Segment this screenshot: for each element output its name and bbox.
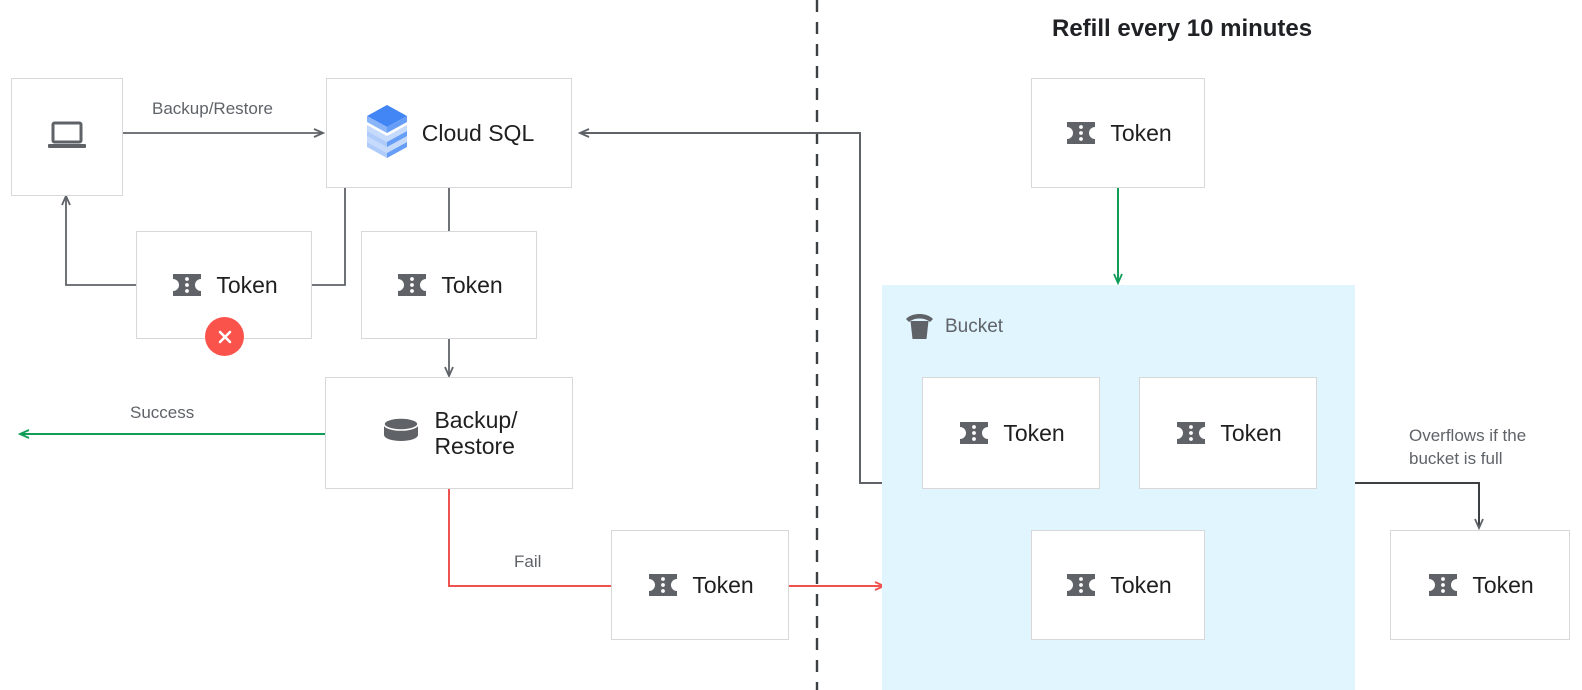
- node-token-refill[interactable]: Token: [1031, 78, 1205, 188]
- token-icon: [1174, 419, 1208, 447]
- node-cloud-sql[interactable]: Cloud SQL: [326, 78, 572, 188]
- token-icon: [1426, 571, 1460, 599]
- token-icon: [957, 419, 991, 447]
- node-token-fail-label: Token: [692, 571, 754, 598]
- edge-label-overflow: Overflows if the bucket is full: [1409, 426, 1527, 468]
- arrow-bucket-to-cloudsql: [580, 133, 882, 484]
- node-cloud-sql-label: Cloud SQL: [421, 119, 535, 146]
- token-icon: [646, 571, 680, 599]
- close-icon: [218, 330, 231, 343]
- token-icon: [1064, 571, 1098, 599]
- bucket-header: Bucket: [903, 312, 1003, 342]
- node-token-overflow[interactable]: Token: [1390, 530, 1570, 640]
- node-token-rejected-label: Token: [216, 271, 278, 298]
- node-token-accepted-label: Token: [441, 271, 503, 298]
- node-token-bucket-3-label: Token: [1110, 571, 1172, 598]
- node-token-bucket-1[interactable]: Token: [922, 377, 1100, 489]
- node-token-refill-label: Token: [1110, 119, 1172, 146]
- token-icon: [1064, 119, 1098, 147]
- node-token-bucket-2[interactable]: Token: [1139, 377, 1317, 489]
- node-client[interactable]: [11, 78, 123, 196]
- bucket-label: Bucket: [945, 316, 1004, 337]
- edge-label-success: Success: [130, 403, 195, 422]
- arrow-bucket-overflow: [1355, 482, 1479, 528]
- node-token-bucket-3[interactable]: Token: [1031, 530, 1205, 640]
- node-backup-restore-label: Backup/ Restore: [434, 406, 518, 459]
- node-token-fail[interactable]: Token: [611, 530, 789, 640]
- database-icon: [380, 414, 422, 453]
- token-icon: [395, 271, 429, 299]
- node-backup-restore[interactable]: Backup/ Restore: [325, 377, 573, 489]
- node-token-overflow-label: Token: [1472, 571, 1534, 598]
- line-cloudsql-to-token-rejected: [312, 188, 346, 286]
- cloud-sql-icon: [364, 103, 410, 164]
- node-token-accepted[interactable]: Token: [361, 231, 537, 339]
- node-token-bucket-1-label: Token: [1003, 419, 1065, 446]
- token-icon: [170, 271, 204, 299]
- bucket-icon: [903, 312, 936, 342]
- arrow-token-rejected-to-client: [66, 196, 136, 286]
- laptop-icon: [46, 119, 88, 156]
- refill-title: Refill every 10 minutes: [1052, 15, 1313, 42]
- edge-label-backup-restore: Backup/Restore: [152, 99, 273, 118]
- edge-label-fail: Fail: [514, 552, 542, 571]
- node-token-bucket-2-label: Token: [1220, 419, 1282, 446]
- error-x-badge: [205, 317, 244, 356]
